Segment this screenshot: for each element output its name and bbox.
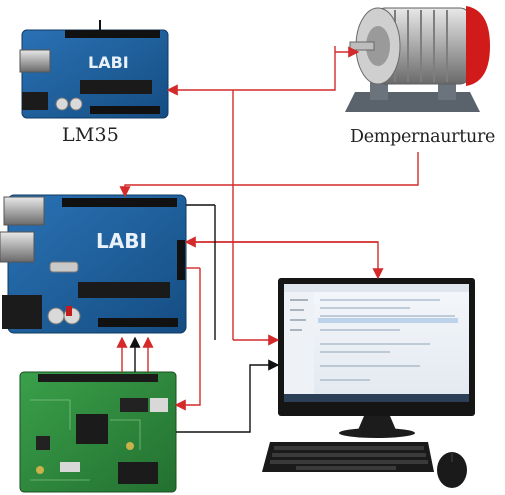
main-controller-board: LABI	[0, 194, 187, 334]
sensor-board: LABI	[19, 20, 169, 119]
dc-motor	[345, 6, 490, 112]
connections	[116, 46, 419, 433]
sensor-board-text: LABI	[88, 53, 129, 72]
sensor-label: LM35	[62, 124, 120, 146]
main-board-text: LABI	[96, 229, 147, 253]
mouse-icon	[437, 452, 467, 488]
keyboard-icon	[262, 442, 434, 472]
motor-label: Dempernaurture	[350, 127, 496, 147]
monitor-icon	[278, 278, 475, 438]
driver-pcb	[19, 371, 177, 493]
computer	[262, 278, 475, 488]
